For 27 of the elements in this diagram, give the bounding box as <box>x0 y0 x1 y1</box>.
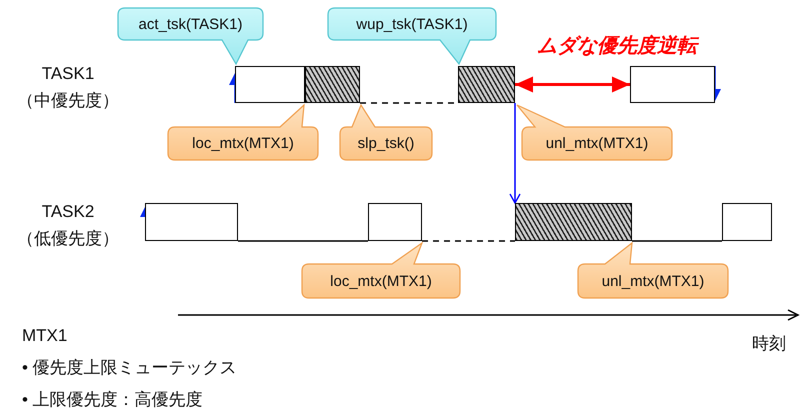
execution-bar <box>145 203 238 241</box>
edge-label: ムダな優先度逆転 <box>535 32 699 59</box>
callout-box: unl_mtx(MTX1) <box>578 243 728 298</box>
hatched-bar <box>515 203 632 241</box>
task-label: TASK1 （中優先度） <box>16 63 120 112</box>
mutex-label: MTX1 <box>22 325 68 347</box>
execution-bar <box>630 66 715 103</box>
task-label: TASK2 （低優先度） <box>16 201 120 250</box>
hatched-bar <box>458 66 515 103</box>
arrow <box>509 103 521 204</box>
arrow <box>515 76 630 92</box>
execution-bar <box>235 66 305 103</box>
timeline <box>238 240 368 242</box>
timeline <box>422 240 515 242</box>
execution-bar <box>368 203 422 241</box>
callout-box: wup_tsk(TASK1) <box>328 8 496 64</box>
timeline <box>632 240 722 242</box>
bullet-text: • 上限優先度：高優先度 <box>22 389 204 411</box>
callout-box: loc_mtx(MTX1) <box>302 243 460 298</box>
callout-box: loc_mtx(MTX1) <box>168 105 318 160</box>
bullet-text: • 優先度上限ミューテックス <box>22 357 238 379</box>
execution-bar <box>722 203 772 241</box>
callout-box: slp_tsk() <box>340 105 432 160</box>
callout-box: unl_mtx(MTX1) <box>517 105 672 160</box>
hatched-bar <box>305 66 360 103</box>
callout-box: act_tsk(TASK1) <box>118 8 263 64</box>
axis-label: 時刻 <box>752 333 787 355</box>
